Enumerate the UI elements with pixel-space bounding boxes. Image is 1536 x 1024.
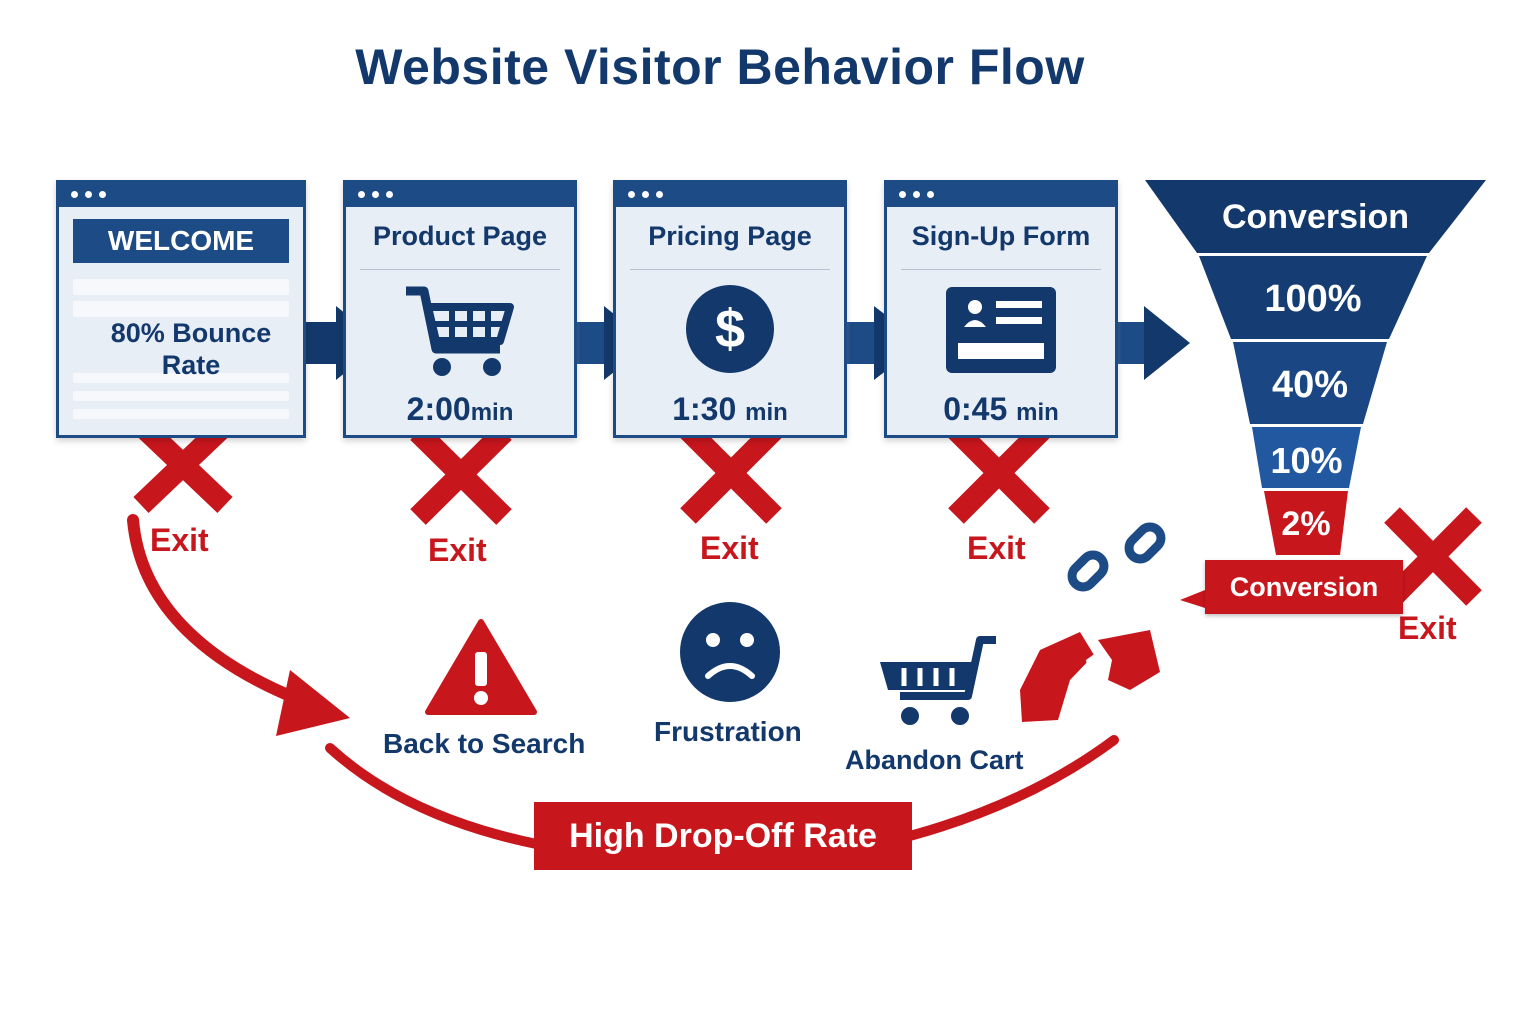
exit-curve-arrow — [127, 514, 306, 706]
torn-ribbon-icon — [1020, 630, 1160, 722]
welcome-page-window: WELCOME 80% Bounce Rate — [56, 180, 306, 438]
funnel-level-header — [1145, 180, 1486, 253]
bounce-rate-label: Bounce — [172, 318, 272, 348]
funnel-header: Conversion — [1221, 198, 1410, 236]
shopping-cart-icon — [346, 283, 574, 383]
id-card-icon — [887, 283, 1115, 383]
bounce-rate-label-2: Rate — [161, 350, 221, 380]
funnel-level-2-label: 40% — [1271, 364, 1349, 406]
funnel-level-4 — [1264, 491, 1348, 555]
funnel-level-3 — [1252, 427, 1361, 488]
window-titlebar — [346, 183, 574, 207]
exit-label: Exit — [150, 522, 209, 558]
exit-x-marks — [133, 417, 1482, 606]
welcome-banner: WELCOME — [73, 219, 289, 263]
bounce-rate-value: 80% — [110, 318, 165, 348]
funnel-level-1-label: 100% — [1264, 278, 1362, 320]
pricing-page-window: Pricing Page $ 1:30 min — [613, 180, 847, 438]
signup-form-window: Sign-Up Form 0:45 min — [884, 180, 1118, 438]
product-page-window: Product Page 2:00min — [343, 180, 577, 438]
dollar-coin-icon: $ — [616, 283, 844, 383]
outcome-abandon-cart: Abandon Cart — [845, 745, 1024, 775]
window-titlebar — [59, 183, 303, 207]
broken-chain-icon — [1067, 522, 1166, 592]
warning-icon — [425, 619, 537, 715]
time-on-page: 1:30 min — [672, 391, 788, 427]
page-title: Product Page — [372, 221, 548, 251]
diagram-title: Website Visitor Behavior Flow — [355, 39, 1085, 95]
exit-label: Exit — [700, 530, 759, 566]
funnel-level-1 — [1199, 256, 1427, 339]
bounce-rate: 80% Bounce Rate — [89, 317, 293, 381]
exit-label: Exit — [1398, 610, 1457, 646]
funnel-level-4-label: 2% — [1281, 505, 1331, 543]
funnel-level-2 — [1233, 342, 1387, 424]
time-on-page: 2:00min — [406, 391, 514, 427]
sad-face-icon — [680, 602, 780, 702]
exit-label: Exit — [428, 532, 487, 568]
drop-off-banner: High Drop-Off Rate — [534, 802, 912, 870]
conversion-tag: Conversion — [1205, 560, 1403, 614]
page-title: Sign-Up Form — [911, 221, 1091, 251]
shopping-cart-icon — [880, 636, 996, 725]
time-on-page: 0:45 min — [943, 391, 1059, 427]
window-titlebar — [616, 183, 844, 207]
exit-label: Exit — [967, 530, 1026, 566]
outcome-frustration: Frustration — [654, 716, 802, 747]
page-title: Pricing Page — [648, 221, 812, 251]
outcome-back-to-search: Back to Search — [383, 728, 586, 759]
funnel-level-3-label: 10% — [1270, 440, 1343, 481]
svg-text:$: $ — [715, 299, 745, 359]
conversion-funnel — [1145, 180, 1486, 555]
window-titlebar — [887, 183, 1115, 207]
